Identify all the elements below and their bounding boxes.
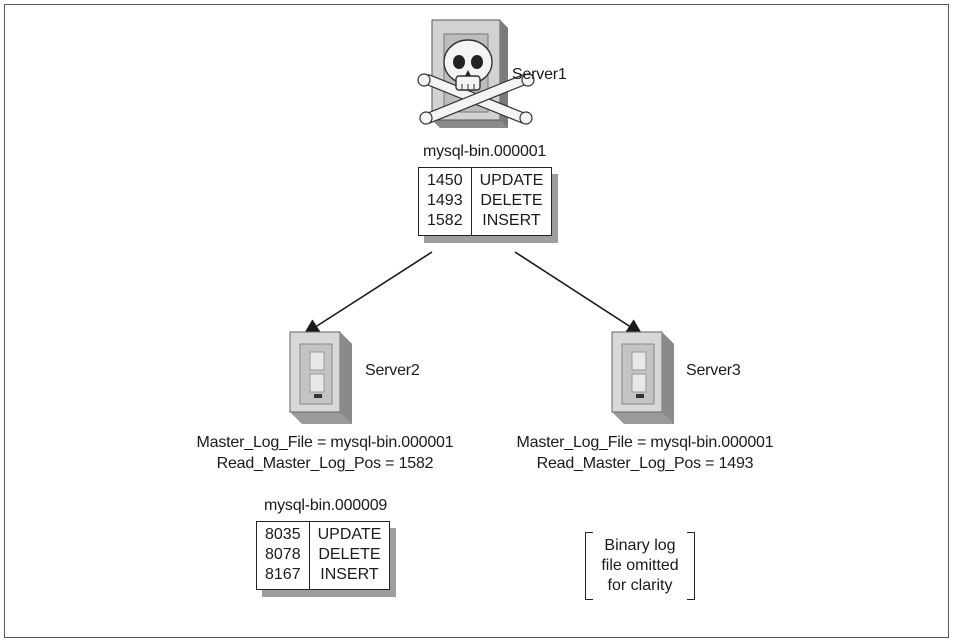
server1-binlog-table: 1450 1493 1582 UPDATE DELETE INSERT [418, 167, 553, 236]
diagram-frame [4, 4, 949, 638]
arrow-server1-to-server2 [303, 251, 433, 335]
server1-label: Server1 [512, 66, 567, 83]
binlog-pos: 1450 [427, 172, 463, 189]
server2-read-master-log-pos: Read_Master_Log_Pos = 1582 [216, 455, 434, 472]
server2-master-log-file: Master_Log_File = mysql-bin.000001 [196, 434, 454, 451]
note-line: file omitted [601, 557, 679, 574]
server2-binlog-name: mysql-bin.000009 [264, 497, 388, 514]
binlog-pos: 1582 [427, 212, 463, 229]
right-bracket [687, 532, 695, 600]
note-text: Binary log file omitted for clarity [585, 536, 695, 596]
binlog-omitted-note: Binary log file omitted for clarity [585, 532, 695, 600]
server2-binlog-table: 8035 8078 8167 UPDATE DELETE INSERT [256, 521, 391, 590]
note-line: for clarity [607, 577, 673, 594]
server3-master-log-file: Master_Log_File = mysql-bin.000001 [516, 434, 774, 451]
binlog-pos: 8078 [265, 546, 301, 563]
binlog-positions: 8035 8078 8167 [257, 522, 310, 589]
binlog-op: UPDATE [479, 172, 544, 189]
binlog-op: INSERT [482, 212, 541, 229]
binlog-pos: 1493 [427, 192, 463, 209]
binlog-pos: 8035 [265, 526, 301, 543]
binlog-op: INSERT [320, 566, 379, 583]
server1-binlog-name: mysql-bin.000001 [423, 143, 547, 160]
binlog-operations: UPDATE DELETE INSERT [310, 522, 390, 589]
left-bracket [585, 532, 593, 600]
binlog-op: DELETE [480, 192, 543, 209]
binlog-op: DELETE [318, 546, 381, 563]
server2-label: Server2 [365, 362, 420, 379]
server3-label: Server3 [686, 362, 741, 379]
binlog-op: UPDATE [317, 526, 382, 543]
note-line: Binary log [604, 537, 676, 554]
binlog-operations: UPDATE DELETE INSERT [472, 168, 552, 235]
binlog-pos: 8167 [265, 566, 301, 583]
binlog-positions: 1450 1493 1582 [419, 168, 472, 235]
server3-read-master-log-pos: Read_Master_Log_Pos = 1493 [536, 455, 754, 472]
arrow-server1-to-server3 [514, 251, 643, 335]
